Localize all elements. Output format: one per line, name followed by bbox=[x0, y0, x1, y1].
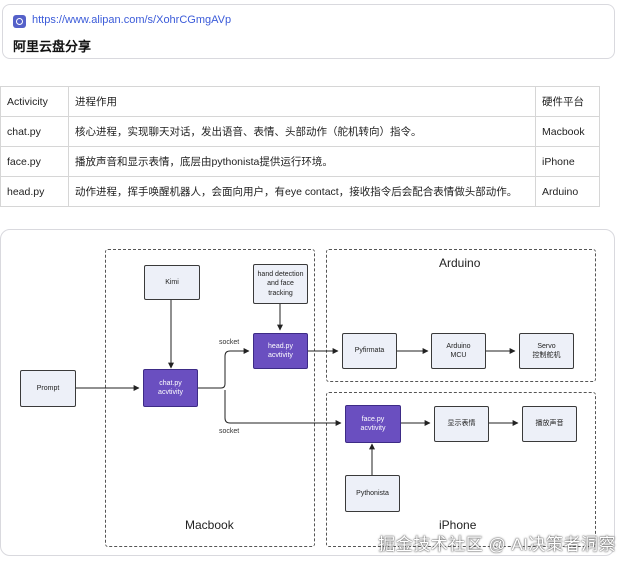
node-servo: Servo 控制舵机 bbox=[519, 333, 574, 369]
watermark-text: 掘金技术社区 @ AI决策者洞察 bbox=[378, 535, 616, 554]
group-label-iphone: iPhone bbox=[439, 518, 477, 532]
table-cell: iPhone bbox=[535, 146, 600, 177]
architecture-diagram: Macbook Arduino iPhone socket socket Pro… bbox=[0, 229, 615, 556]
share-link-url[interactable]: https://www.alipan.com/s/XohrCGmgAVp bbox=[32, 14, 232, 26]
column-header-purpose: 进程作用 bbox=[68, 86, 536, 117]
node-prompt: Prompt bbox=[20, 370, 76, 407]
node-face-activity: face.py acvtivity bbox=[345, 405, 401, 443]
table-row: head.py 动作进程，挥手唤醒机器人，会面向用户，有eye contact，… bbox=[0, 176, 600, 207]
node-kimi: Kimi bbox=[144, 265, 200, 300]
table-cell: Macbook bbox=[535, 116, 600, 147]
group-macbook bbox=[105, 249, 315, 547]
table-cell: 动作进程，挥手唤醒机器人，会面向用户，有eye contact，接收指令后会配合… bbox=[68, 176, 536, 207]
node-show-expression: 显示表情 bbox=[434, 406, 489, 442]
activity-table: Activicity 进程作用 硬件平台 chat.py 核心进程，实现聊天对话… bbox=[0, 86, 600, 207]
node-head-activity: head.py acvtivity bbox=[253, 333, 308, 369]
group-label-arduino: Arduino bbox=[439, 256, 481, 270]
node-play-sound: 播放声音 bbox=[522, 406, 577, 442]
group-label-macbook: Macbook bbox=[185, 518, 234, 532]
table-cell: chat.py bbox=[0, 116, 69, 147]
node-hand-detection: hand detection and face tracking bbox=[253, 264, 308, 304]
column-header-activity: Activicity bbox=[0, 86, 69, 117]
table-row: face.py 播放声音和显示表情，底层由pythonista提供运行环境。 i… bbox=[0, 146, 600, 177]
edge-label-socket-bottom: socket bbox=[219, 428, 240, 435]
node-pythonista: Pythonista bbox=[345, 475, 400, 512]
table-cell: 核心进程，实现聊天对话，发出语音、表情、头部动作（舵机转向）指令。 bbox=[68, 116, 536, 147]
edge-label-socket-top: socket bbox=[219, 339, 240, 346]
group-iphone bbox=[326, 392, 596, 547]
node-pyfirmata: Pyfirmata bbox=[342, 333, 397, 369]
table-cell: 播放声音和显示表情，底层由pythonista提供运行环境。 bbox=[68, 146, 536, 177]
edge-chat-head bbox=[198, 348, 250, 389]
node-arduino-mcu: Arduino MCU bbox=[431, 333, 486, 369]
table-header-row: Activicity 进程作用 硬件平台 bbox=[0, 86, 600, 117]
diagram-edges bbox=[76, 300, 519, 475]
edge-chat-face bbox=[224, 390, 342, 426]
node-chat-activity: chat.py acvtivity bbox=[143, 369, 198, 407]
table-row: chat.py 核心进程，实现聊天对话，发出语音、表情、头部动作（舵机转向）指令… bbox=[0, 116, 600, 147]
table-cell: head.py bbox=[0, 176, 69, 207]
alipan-link-icon bbox=[13, 15, 26, 28]
table-cell: face.py bbox=[0, 146, 69, 177]
group-arduino bbox=[326, 249, 596, 382]
table-cell: Arduino bbox=[535, 176, 600, 207]
link-card[interactable]: https://www.alipan.com/s/XohrCGmgAVp 阿里云… bbox=[2, 4, 615, 59]
share-link-title: 阿里云盘分享 bbox=[13, 39, 92, 54]
column-header-platform: 硬件平台 bbox=[535, 86, 600, 117]
